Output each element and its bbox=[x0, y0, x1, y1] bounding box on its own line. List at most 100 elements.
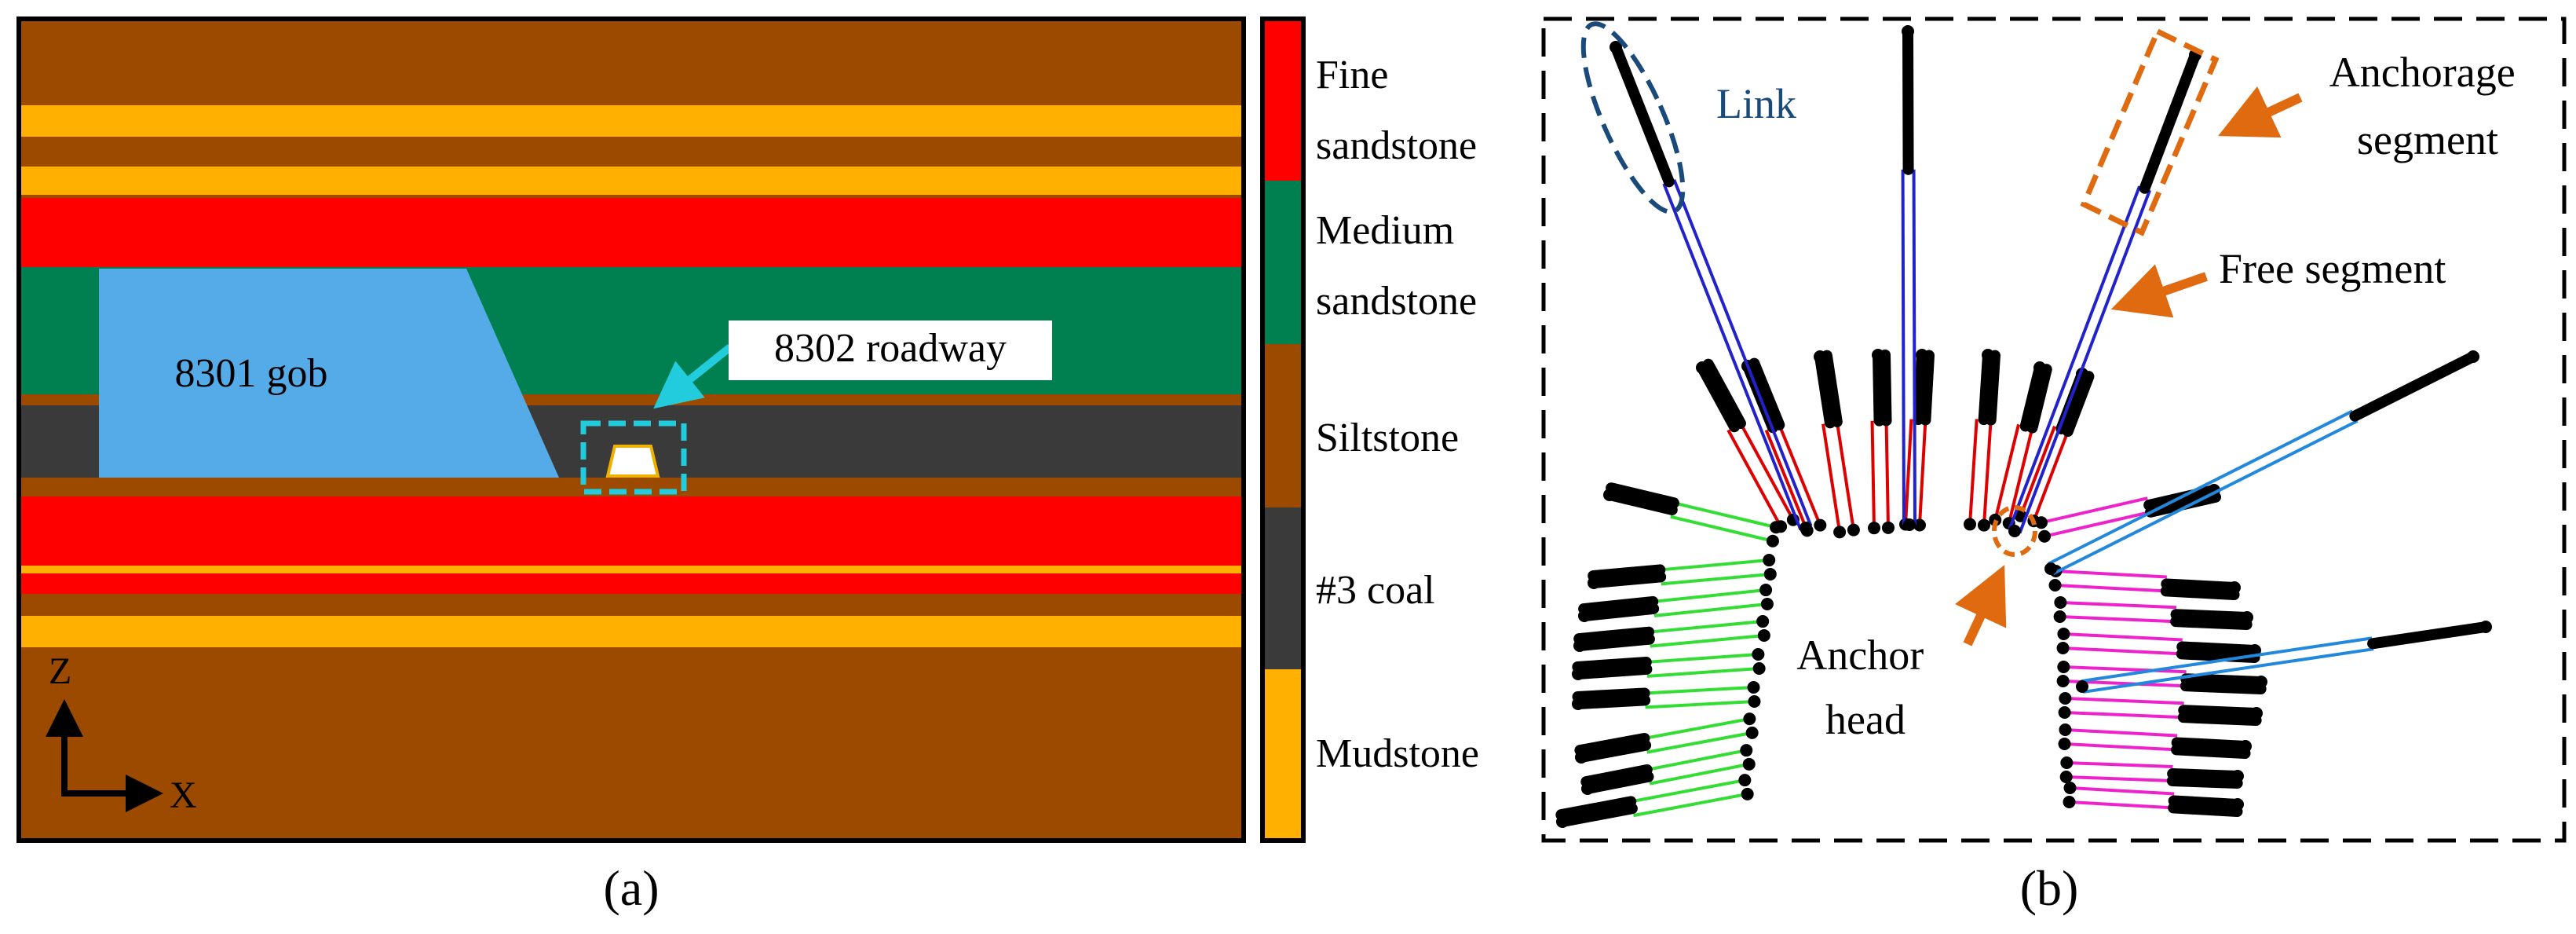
legend-swatch-fine-sandstone bbox=[1262, 19, 1303, 181]
roof-bolt-3-rod-b bbox=[1821, 423, 1842, 533]
left-rib-bolt-2-head-b bbox=[1763, 567, 1777, 581]
roof-bolt-6-head-b bbox=[1964, 518, 1977, 531]
right-rib-bolt-1-anchorage-b bbox=[2145, 491, 2222, 518]
left-rib-bolt-1-tip bbox=[1603, 489, 1616, 501]
left-rib-bolt-8-rod-a bbox=[1646, 749, 1747, 771]
siltstone-floor-layer bbox=[19, 478, 1244, 496]
panel-a-frame bbox=[16, 16, 1246, 843]
legend-swatch-siltstone bbox=[1262, 344, 1303, 507]
right-rib-bolt-7-head-b bbox=[2059, 723, 2072, 737]
right-rib-bolt-4-rod-b bbox=[2063, 632, 2183, 642]
cable-right-roof-rod-b bbox=[2008, 185, 2141, 530]
siltstone-bottom-layer bbox=[19, 647, 1244, 841]
left-rib-bolt-6-anchorage-b bbox=[1572, 687, 1650, 703]
cable-center-roof-rod-b bbox=[1901, 169, 1906, 526]
left-rib-bolt-7-head-b bbox=[1745, 726, 1759, 739]
left-rib-bolt-9-anchorage bbox=[1557, 803, 1638, 827]
right-rib-bolt-8-anchorage-b bbox=[2166, 775, 2243, 789]
left-rib-bolt-4-rod-a bbox=[1648, 620, 1763, 634]
right-rib-bolt-3-rod-b bbox=[2060, 601, 2177, 610]
right-rib-bolt-6-rod-a bbox=[2064, 710, 2183, 720]
left-rib-bolt-7-head-a bbox=[1743, 712, 1756, 726]
right-rib-bolt-7-anchorage-b bbox=[2171, 744, 2251, 759]
left-rib-bolt-7-anchorage-b bbox=[1574, 732, 1650, 756]
cable-left-roof-rod-a bbox=[1672, 179, 1813, 527]
left-rib-bolt-7-rod-a bbox=[1644, 717, 1750, 740]
left-rib-bolt-9-rod-a bbox=[1630, 778, 1745, 804]
right-rib-bolt-1-rod-a bbox=[2044, 510, 2151, 538]
siltstone-layer-2 bbox=[19, 137, 1244, 167]
roadway-highlight-box bbox=[580, 420, 687, 495]
legend-swatch-mudstone bbox=[1262, 669, 1303, 841]
roof-bolt-6-anchorage-b bbox=[1985, 350, 2001, 426]
left-rib-bolt-8-anchorage-b bbox=[1580, 764, 1653, 788]
right-rib-bolt-8-head-a bbox=[2059, 770, 2073, 783]
legend: Fine sandstone Medium sandstone Siltston… bbox=[1260, 16, 1479, 843]
right-rib-bolt-2-rod-b bbox=[2055, 570, 2167, 579]
anchor-head-label: Anchor head bbox=[1796, 632, 1934, 743]
anchorage-highlight-box bbox=[2080, 27, 2220, 236]
cable-left-roof-rod-b bbox=[1662, 183, 1803, 531]
right-rib-bolt-9-head-b bbox=[2063, 782, 2077, 795]
right-rib-bolt-5-anchorage bbox=[2180, 673, 2267, 687]
right-rib-bolt-3-head-b bbox=[2054, 596, 2067, 610]
right-rib-bolt-4-head-b bbox=[2057, 628, 2070, 641]
left-rib-bolt-6-rod-b bbox=[1645, 699, 1755, 709]
roof-bolt-8-anchorage-b bbox=[2062, 371, 2095, 438]
right-rib-bolt-2-anchorage bbox=[2161, 578, 2240, 593]
legend-label-mudstone: Mudstone bbox=[1316, 731, 1479, 776]
roof-bolt-3-rod-a bbox=[1835, 421, 1855, 530]
siltstone-layer-3 bbox=[19, 195, 1244, 198]
roadway-label-box bbox=[729, 320, 1052, 380]
roof-bolt-8-rod-b bbox=[2019, 426, 2056, 517]
right-rib-bolt-2-tip bbox=[2228, 581, 2241, 594]
left-rib-bolt-8-anchorage bbox=[1582, 771, 1654, 794]
right-rib-bolt-3-anchorage-b bbox=[2170, 616, 2253, 630]
cable-right-lower-rod-b bbox=[2081, 636, 2373, 683]
cable-right-lower-anchorage bbox=[2367, 621, 2491, 650]
panel-b: Link Anchorage segment Free segment Anch… bbox=[1541, 16, 2567, 916]
right-rib-bolt-2-head-a bbox=[2048, 578, 2062, 592]
left-rib-bolt-1-head-b bbox=[1766, 534, 1779, 548]
left-rib-bolt-3-rod-a bbox=[1653, 588, 1767, 603]
mudstone-layer-2 bbox=[19, 167, 1244, 195]
left-rib-bolt-1-anchorage bbox=[1604, 489, 1678, 515]
right-rib-bolt-8-rod-b bbox=[2066, 761, 2173, 768]
left-rib-bolt-7-anchorage bbox=[1576, 739, 1652, 763]
roof-bolt-3-tip bbox=[1814, 350, 1826, 363]
right-rib-bolt-3-tip bbox=[2241, 611, 2253, 624]
left-rib-bolt-5-rod-b bbox=[1646, 666, 1759, 678]
roof-bolt-3-anchorage-b bbox=[1821, 350, 1843, 427]
cable-center-roof-tip bbox=[1902, 25, 1914, 38]
left-rib-bolt-2-rod-a bbox=[1660, 559, 1770, 572]
roof-bolt-2-head-a bbox=[1814, 518, 1827, 532]
right-rib-bolt-7-head-a bbox=[2058, 737, 2071, 750]
gob-label: 8301 gob bbox=[175, 351, 328, 396]
left-rib-bolt-4-rod-b bbox=[1650, 633, 1765, 648]
rock-strata bbox=[19, 19, 1244, 841]
left-rib-bolt-4-anchorage-b bbox=[1573, 626, 1655, 645]
left-rib-bolt-8-head-a bbox=[1740, 744, 1753, 757]
left-rib-bolt-5-tip bbox=[1572, 668, 1584, 680]
cable-right-lower-head bbox=[2076, 680, 2088, 693]
left-rib-bolt-1-rod-b bbox=[1670, 515, 1774, 543]
cable-center-roof-anchorage bbox=[1902, 26, 1914, 175]
right-rib-bolt-4-rod-a bbox=[2063, 646, 2182, 656]
roof-bolt-3-head-b bbox=[1833, 526, 1847, 539]
right-rib-bolt-6-anchorage bbox=[2178, 705, 2262, 719]
roof-bolt-6-rod-b bbox=[1968, 419, 1979, 525]
roof-bolt-4-anchorage-b bbox=[1879, 349, 1892, 427]
free-segment-label: Free segment bbox=[2219, 245, 2446, 292]
right-rib-bolt-6-rod-b bbox=[2065, 697, 2184, 705]
roof-bolt-4-head-a bbox=[1881, 521, 1895, 534]
right-rib-bolt-9-anchorage-b bbox=[2168, 802, 2243, 817]
cable-left-roof-tip bbox=[1610, 41, 1622, 53]
roof-bolt-1-anchorage bbox=[1697, 362, 1741, 433]
right-rib-bolt-7-anchorage bbox=[2171, 737, 2251, 752]
cable-right-upper-head bbox=[2044, 562, 2057, 575]
right-rib-bolt-7-rod-b bbox=[2065, 728, 2178, 738]
cable-right-roof-anchorage bbox=[2139, 49, 2201, 194]
legend-label-siltstone: Siltstone bbox=[1316, 416, 1459, 460]
